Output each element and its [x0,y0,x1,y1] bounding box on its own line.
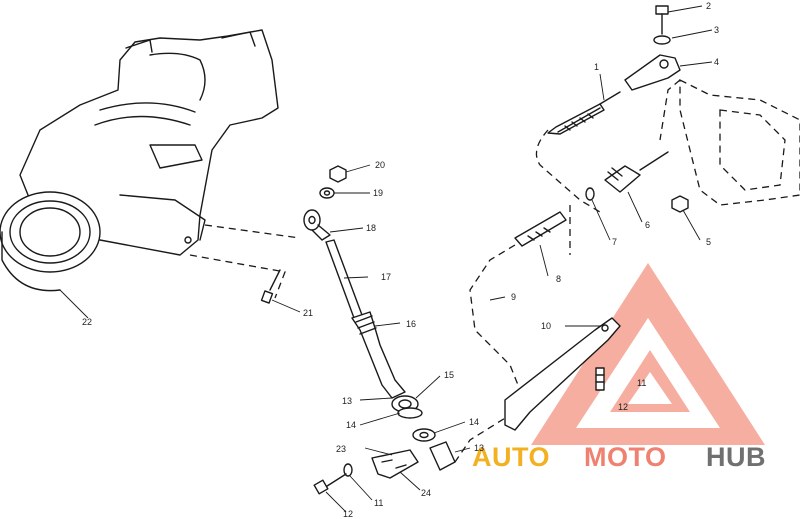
callout-2: 2 [706,1,711,11]
callout-9: 9 [511,292,516,302]
callout-6: 6 [645,220,650,230]
cable-1 [547,91,621,135]
callout-1: 1 [594,62,599,72]
bolt-12-a [595,367,605,391]
axle-housing-22 [0,29,279,292]
washer-19 [319,187,335,199]
connector-line [204,224,301,239]
leader-lines [59,5,713,513]
washer-11-b [343,463,353,477]
callout-labels: 1 2 3 4 5 6 7 8 9 10 11 12 13 14 15 14 1… [82,1,719,519]
callout-14-a: 14 [346,420,356,430]
watermark-text: AUTO MOTO HUB [472,442,766,472]
washer-3 [653,35,671,45]
bolt-12-b [313,473,347,495]
callout-23: 23 [336,444,346,454]
callout-24: 24 [421,488,431,498]
callout-13-a: 13 [342,396,352,406]
callout-17: 17 [381,272,391,282]
callout-5: 5 [706,237,711,247]
nut-5 [671,195,689,213]
callout-11-b: 11 [374,498,383,508]
watermark-word-moto: MOTO [584,442,667,472]
callout-18: 18 [366,223,376,233]
bolt-21 [260,269,281,304]
fitting-13 [429,441,456,471]
callout-13-b: 13 [474,443,484,453]
bolt-2 [655,5,669,35]
rod-end-4 [624,54,681,91]
boot-16 [351,311,406,399]
cable-end-6 [604,151,669,193]
rod-end-18 [303,209,331,241]
bracket-24 [371,449,419,479]
watermark-logo [531,263,765,445]
callout-21: 21 [303,308,313,318]
callout-22: 22 [82,317,92,327]
watermark-word-hub: HUB [706,442,766,472]
bracket-10 [504,317,621,431]
nut-20 [329,165,347,183]
washer-14-a [397,407,423,419]
callout-12-b: 12 [343,509,353,519]
cable-9-upper [535,129,601,213]
callout-7: 7 [612,237,617,247]
transmission-housing [659,78,800,206]
watermark-word-auto: AUTO [472,442,550,472]
callout-8: 8 [556,274,561,284]
shaft-17 [325,239,363,319]
adjuster-8 [514,211,567,247]
callout-11-a: 11 [637,378,646,388]
callout-10: 10 [541,321,551,331]
washer-14-b [412,428,436,442]
cable-9 [454,244,521,463]
callout-20: 20 [375,160,385,170]
callout-15: 15 [444,370,454,380]
callout-12-a: 12 [618,402,628,412]
callout-16: 16 [406,319,416,329]
callout-19: 19 [373,188,383,198]
callout-4: 4 [714,57,719,67]
clip-7 [585,187,595,201]
connector-line [189,254,286,299]
callout-14-b: 14 [469,417,479,427]
callout-3: 3 [714,25,719,35]
